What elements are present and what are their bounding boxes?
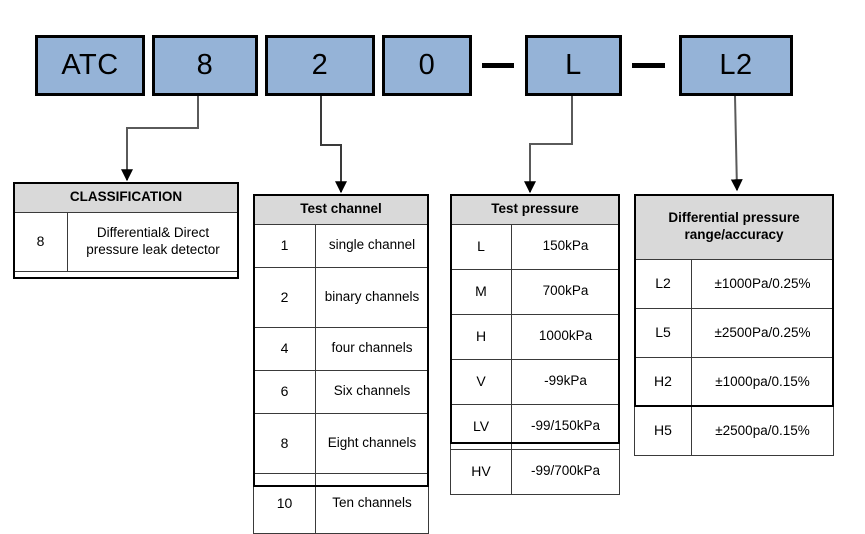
table-row: Test channel xyxy=(253,194,429,225)
test-channel-value-4: Eight channels xyxy=(315,412,429,474)
test-channel-value-0: single channel xyxy=(315,223,429,268)
table-row: CLASSIFICATION xyxy=(13,182,239,213)
table-row: H2 ±1000pa/0.15% xyxy=(634,357,834,407)
connector-differential-pressure xyxy=(730,95,743,192)
table-row: 1 single channel xyxy=(253,223,429,268)
test-channel-value-3: Six channels xyxy=(315,369,429,414)
test-channel-value-1: binary channels xyxy=(315,266,429,328)
table-row: 4 four channels xyxy=(253,326,429,371)
test-channel-key-2: 4 xyxy=(253,326,316,371)
test-channel-value-2: four channels xyxy=(315,326,429,371)
test-channel-key-0: 1 xyxy=(253,223,316,268)
code-box-prefix-label: ATC xyxy=(61,49,119,81)
table-differential-pressure: Differential pressure range/accuracy L2 … xyxy=(634,194,834,456)
test-channel-key-4: 8 xyxy=(253,412,316,474)
table-row: HV -99/700kPa xyxy=(450,448,620,495)
code-box-differential-pressure[interactable]: L2 xyxy=(679,35,793,96)
classification-key-0: 8 xyxy=(13,211,68,272)
test-channel-key-3: 6 xyxy=(253,369,316,414)
connector-test-pressure xyxy=(524,96,573,194)
test-pressure-value-0: 150kPa xyxy=(511,223,620,270)
dash-separator-2 xyxy=(632,63,665,68)
table-row: Test pressure xyxy=(450,194,620,225)
dash-separator-1 xyxy=(482,63,514,68)
test-pressure-key-1: M xyxy=(450,268,512,315)
code-box-test-channel-label: 2 xyxy=(311,49,329,81)
differential-pressure-value-0: ±1000Pa/0.25% xyxy=(691,259,834,309)
test-channel-value-5: Ten channels xyxy=(315,472,429,534)
test-pressure-key-5: HV xyxy=(450,448,512,495)
table-row: 2 binary channels xyxy=(253,266,429,328)
test-pressure-key-0: L xyxy=(450,223,512,270)
differential-pressure-key-0: L2 xyxy=(634,259,692,309)
test-pressure-key-4: LV xyxy=(450,403,512,450)
table-row: LV -99/150kPa xyxy=(450,403,620,450)
table-row: 10 Ten channels xyxy=(253,472,429,534)
connector-classification xyxy=(121,96,199,182)
table-test-pressure: Test pressure L 150kPa M 700kPa H 1000kP… xyxy=(450,194,620,495)
test-channel-key-1: 2 xyxy=(253,266,316,328)
table-row: L2 ±1000Pa/0.25% xyxy=(634,259,834,309)
test-channel-key-5: 10 xyxy=(253,472,316,534)
table-row: 6 Six channels xyxy=(253,369,429,414)
test-pressure-value-4: -99/150kPa xyxy=(511,403,620,450)
test-pressure-key-2: H xyxy=(450,313,512,360)
code-box-classification[interactable]: 8 xyxy=(152,35,258,96)
differential-pressure-key-1: L5 xyxy=(634,308,692,358)
differential-pressure-value-3: ±2500pa/0.15% xyxy=(691,406,834,456)
diagram-canvas: ATC 8 2 0 L L2 CLASSIFICATION 8 Differen… xyxy=(13,35,834,534)
code-box-test-pressure-label: L xyxy=(565,49,582,81)
table-row: L5 ±2500Pa/0.25% xyxy=(634,308,834,358)
table-test-channel: Test channel 1 single channel 2 binary c… xyxy=(253,194,429,534)
table-row: M 700kPa xyxy=(450,268,620,315)
test-pressure-value-1: 700kPa xyxy=(511,268,620,315)
code-box-differential-pressure-label: L2 xyxy=(719,49,753,81)
code-box-test-channel[interactable]: 2 xyxy=(265,35,375,96)
differential-pressure-value-2: ±1000pa/0.15% xyxy=(691,357,834,407)
test-pressure-key-3: V xyxy=(450,358,512,405)
differential-pressure-key-3: H5 xyxy=(634,406,692,456)
code-box-test-pressure[interactable]: L xyxy=(525,35,622,96)
test-pressure-value-5: -99/700kPa xyxy=(511,448,620,495)
classification-value-0: Differential& Direct pressure leak detec… xyxy=(67,211,239,272)
code-box-prefix[interactable]: ATC xyxy=(35,35,145,96)
table-row: 8 Eight channels xyxy=(253,412,429,474)
differential-pressure-value-1: ±2500Pa/0.25% xyxy=(691,308,834,358)
differential-pressure-header: Differential pressure range/accuracy xyxy=(634,194,834,260)
table-row: H5 ±2500pa/0.15% xyxy=(634,406,834,456)
table-row: V -99kPa xyxy=(450,358,620,405)
table-row: Differential pressure range/accuracy xyxy=(634,194,834,260)
table-classification: CLASSIFICATION 8 Differential& Direct pr… xyxy=(13,182,239,272)
test-pressure-value-3: -99kPa xyxy=(511,358,620,405)
connector-test-channel xyxy=(320,96,347,194)
classification-header: CLASSIFICATION xyxy=(13,182,239,213)
code-box-zero-label: 0 xyxy=(418,49,436,81)
differential-pressure-key-2: H2 xyxy=(634,357,692,407)
code-box-zero[interactable]: 0 xyxy=(382,35,472,96)
test-pressure-value-2: 1000kPa xyxy=(511,313,620,360)
table-row: L 150kPa xyxy=(450,223,620,270)
test-channel-header: Test channel xyxy=(253,194,429,225)
table-row: 8 Differential& Direct pressure leak det… xyxy=(13,211,239,272)
test-pressure-header: Test pressure xyxy=(450,194,620,225)
code-box-classification-label: 8 xyxy=(196,49,214,81)
table-row: H 1000kPa xyxy=(450,313,620,360)
